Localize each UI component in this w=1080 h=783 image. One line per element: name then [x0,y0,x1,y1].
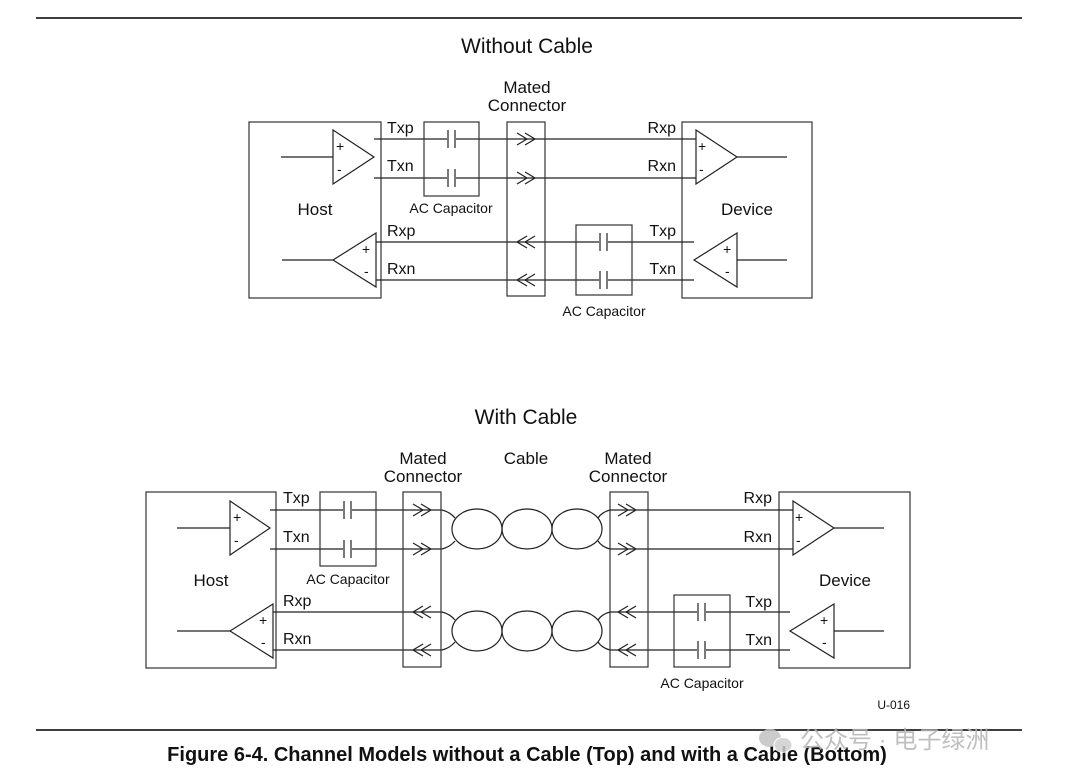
host-box [248,121,382,299]
ac-capacitor-box-bottom-2 [673,594,731,668]
host-txn-label: Txn [387,158,414,175]
title-without-cable: Without Cable [461,35,593,58]
right-mated-connector-box [609,491,649,668]
ac-capacitor-label-2: AC Capacitor [562,303,646,319]
svg-text:+: + [336,138,344,154]
host-box-bottom [145,491,277,669]
ac-capacitor-bottom-1-symbols [343,501,352,558]
svg-text:+: + [259,612,267,628]
host-label: Host [298,200,333,219]
mated-connector-label-line2: Connector [488,96,567,115]
device-rxn-label-bottom: Rxn [744,529,772,546]
ac-capacitor-bottom-2-symbols [697,603,706,659]
svg-text:+: + [698,138,706,154]
ac-capacitor-2-symbols [599,233,608,289]
host-tx-amplifier-bottom: + - [229,499,272,557]
ac-capacitor-1-symbols [447,130,456,187]
host-rxp-label-bottom: Rxp [283,593,312,610]
device-rxp-label: Rxp [648,120,677,137]
device-box-bottom [778,491,911,669]
ac-capacitor-box-bottom-1 [319,491,377,567]
wechat-icon [759,729,793,753]
device-rx-amplifier-bottom: + - [792,499,836,557]
host-txn-label-bottom: Txn [283,529,310,546]
device-txp-label: Txp [649,223,676,240]
host-tx-amplifier: + - [332,128,376,186]
host-txp-label-bottom: Txp [283,490,310,507]
host-rx-amplifier-bottom: + - [228,602,274,660]
ac-capacitor-box-2 [575,224,633,296]
ac-capacitor-label-bottom-2: AC Capacitor [660,675,744,691]
title-with-cable: With Cable [475,406,578,429]
device-txn-label-bottom: Txn [745,632,772,649]
device-label-bottom: Device [819,571,871,590]
right-connector-label-line1: Mated [604,449,651,468]
device-txp-label-bottom: Txp [745,594,772,611]
device-box [681,121,813,299]
svg-text:+: + [795,509,803,525]
left-mated-connector-box [402,491,442,668]
figure-caption: Figure 6-4. Channel Models without a Cab… [167,744,887,766]
cable-twisted-pairs [441,508,611,652]
left-connector-label-line2: Connector [384,467,463,486]
cable-label: Cable [504,449,548,468]
connector-chevrons-bottom [411,503,638,657]
svg-text:-: - [234,532,239,548]
svg-text:+: + [233,509,241,525]
device-rx-amplifier: + - [695,128,739,186]
ac-capacitor-label-bottom-1: AC Capacitor [306,571,390,587]
diagram-with-cable: With Cable Mated Connector Cable Mated C… [145,406,911,691]
host-rxn-label-bottom: Rxn [283,631,311,648]
right-connector-label-line2: Connector [589,467,668,486]
ac-capacitor-box-1 [423,121,480,197]
mated-connector-box [506,121,546,297]
host-rxp-label: Rxp [387,223,416,240]
device-rxn-label: Rxn [648,158,676,175]
device-txn-label: Txn [649,261,676,278]
device-tx-amplifier: + - [692,231,738,289]
svg-text:-: - [364,263,369,279]
figure-code: U-016 [877,698,910,712]
diagram-without-cable: Without Cable Mated Connector Host Devic… [248,35,813,319]
svg-text:-: - [261,634,266,650]
svg-text:+: + [362,241,370,257]
host-label-bottom: Host [194,571,229,590]
svg-text:+: + [723,241,731,257]
svg-text:-: - [699,161,704,177]
svg-text:-: - [725,263,730,279]
svg-text:-: - [796,532,801,548]
ac-capacitor-label-1: AC Capacitor [409,200,493,216]
watermark: 公众号 · 电子绿洲 [759,727,989,754]
signal-lines-bottom [177,509,884,651]
svg-text:-: - [337,161,342,177]
connector-chevrons [515,132,537,287]
device-rxp-label-bottom: Rxp [744,490,773,507]
host-rx-amplifier: + - [331,231,377,289]
host-txp-label: Txp [387,120,414,137]
watermark-text: 公众号 · 电子绿洲 [800,727,989,754]
device-label: Device [721,200,773,219]
host-rxn-label: Rxn [387,261,415,278]
svg-text:-: - [822,634,827,650]
device-tx-amplifier-bottom: + - [788,602,835,660]
svg-text:+: + [820,612,828,628]
mated-connector-label-line1: Mated [503,78,550,97]
left-connector-label-line1: Mated [399,449,446,468]
